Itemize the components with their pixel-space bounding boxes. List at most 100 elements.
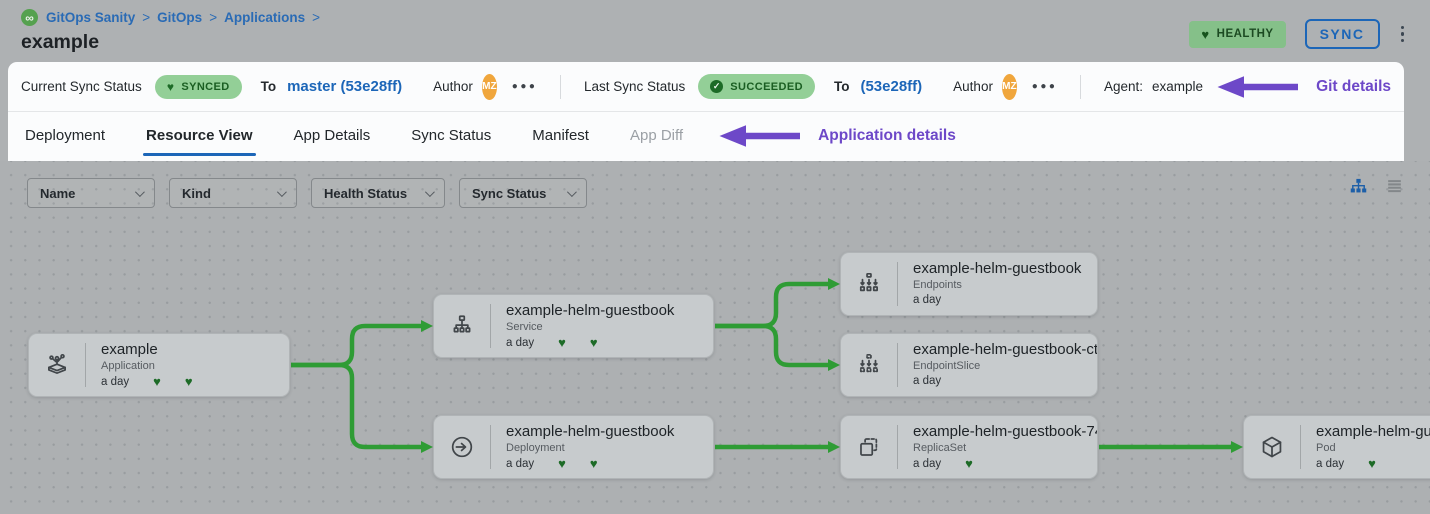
succeeded-status-pill: ✓ SUCCEEDED — [698, 74, 815, 99]
pod-icon — [1244, 425, 1301, 469]
current-sync-status-label: Current Sync Status — [21, 79, 142, 94]
node-pod[interactable]: example-helm-guest Pod a day ♥ — [1243, 415, 1430, 479]
breadcrumb-link[interactable]: GitOps Sanity — [46, 10, 136, 25]
sync-button[interactable]: SYNC — [1304, 19, 1380, 49]
health-heart-icon: ♥ — [1368, 456, 1376, 471]
resource-canvas[interactable]: Name Kind Health Status Sync Status example… — [0, 161, 1430, 514]
tab-sync-status[interactable]: Sync Status — [411, 127, 492, 144]
breadcrumb-separator: > — [209, 10, 218, 25]
commit-details-ellipsis[interactable]: ●●● — [511, 81, 538, 92]
resource-name: example-helm-guestbook-74... — [913, 423, 1097, 440]
chevron-down-icon — [276, 186, 287, 197]
resource-age: a day — [101, 375, 130, 388]
tab-list: Deployment Resource View App Details Sync S… — [25, 113, 724, 159]
divider — [560, 74, 561, 99]
resource-name: example-helm-guestbook — [506, 423, 675, 440]
resource-age: a day — [913, 457, 942, 470]
annotation-arrow-left-icon — [719, 125, 801, 147]
resource-name: example-helm-guestbook — [913, 260, 1082, 277]
node-application[interactable]: example Application a day♥♥ — [28, 333, 290, 397]
agent-label: Agent: — [1104, 79, 1144, 94]
commit-details-ellipsis[interactable]: ●●● — [1031, 81, 1058, 92]
resource-age: a day — [1316, 457, 1345, 470]
health-heart-icon: ♥ — [558, 456, 566, 471]
resource-age: a day — [506, 457, 535, 470]
last-sync-status-label: Last Sync Status — [583, 79, 686, 94]
health-heart-icon: ♥ — [965, 456, 973, 471]
application-details-annotation: Application details — [818, 127, 956, 144]
author-label: Author — [953, 79, 993, 94]
filter-name[interactable]: Name — [27, 178, 155, 208]
tree-view-icon[interactable] — [1349, 177, 1368, 196]
deployment-icon — [434, 425, 491, 469]
sync-status-bar: Current Sync Status ♥ SYNCED To master (… — [8, 62, 1404, 112]
git-details-annotation: Git details — [1316, 77, 1391, 95]
chevron-down-icon — [134, 186, 145, 197]
chevron-down-icon — [424, 186, 435, 197]
replicaset-icon — [841, 425, 898, 469]
resource-name: example-helm-guestbook — [506, 302, 675, 319]
node-endpointslice[interactable]: example-helm-guestbook-ct... EndpointSli… — [840, 333, 1098, 397]
app-summary-card: Current Sync Status ♥ SYNCED To master (… — [8, 62, 1404, 161]
divider — [1080, 74, 1081, 99]
more-options-kebab-icon[interactable] — [1399, 22, 1407, 47]
to-label: To — [833, 79, 850, 94]
breadcrumb-separator: > — [142, 10, 151, 25]
synced-status-pill: ♥ SYNCED — [154, 74, 242, 99]
resource-kind: EndpointSlice — [913, 360, 981, 372]
breadcrumb-separator: > — [312, 10, 320, 25]
resource-kind: ReplicaSet — [913, 442, 967, 454]
resource-name: example-helm-guest — [1316, 423, 1430, 440]
check-circle-icon: ✓ — [710, 80, 724, 93]
author-avatar: MZ — [481, 73, 497, 100]
filter-bar: Name Kind Health Status Sync Status — [27, 178, 587, 208]
filter-label: Name — [40, 185, 76, 201]
resource-name: example-helm-guestbook-ct... — [913, 341, 1097, 358]
author-avatar: MZ — [1001, 73, 1017, 100]
header-actions: ♥ HEALTHY SYNC — [1189, 19, 1406, 49]
list-view-icon[interactable] — [1385, 177, 1404, 196]
filter-sync-status[interactable]: Sync Status — [459, 178, 587, 208]
tab-resource-view[interactable]: Resource View — [143, 113, 256, 159]
resource-age: a day — [913, 294, 942, 306]
resource-age: a day — [506, 336, 535, 349]
breadcrumb-link[interactable]: GitOps — [157, 10, 203, 25]
breadcrumb-link[interactable]: Applications — [224, 10, 306, 25]
to-label: To — [260, 79, 277, 94]
annotation-arrow-left-icon — [1217, 75, 1299, 98]
resource-kind: Pod — [1316, 442, 1336, 454]
filter-label: Health Status — [324, 185, 408, 201]
filter-label: Sync Status — [472, 185, 547, 201]
heart-icon: ♥ — [1201, 26, 1210, 42]
node-replicaset[interactable]: example-helm-guestbook-74... ReplicaSet … — [840, 415, 1098, 479]
health-heart-icon: ♥ — [589, 335, 598, 350]
health-heart-icon: ♥ — [589, 456, 598, 471]
filter-kind[interactable]: Kind — [169, 178, 297, 208]
tab-app-diff[interactable]: App Diff — [629, 127, 684, 144]
resource-name: example — [101, 341, 158, 358]
last-sync-target-link[interactable]: (53e28ff) — [860, 78, 923, 95]
tab-app-details[interactable]: App Details — [293, 127, 371, 144]
health-heart-icon: ♥ — [184, 374, 193, 389]
node-endpoints[interactable]: example-helm-guestbook Endpoints a day — [840, 252, 1098, 316]
resource-age: a day — [913, 375, 942, 387]
page-header: ∞ GitOps Sanity>GitOps>Applications> exa… — [0, 0, 1430, 62]
resource-kind: Application — [101, 360, 155, 372]
page-title: example — [21, 31, 100, 53]
tab-manifest[interactable]: Manifest — [532, 127, 589, 144]
filter-health-status[interactable]: Health Status — [311, 178, 445, 208]
current-sync-target-link[interactable]: master (53e28ff) — [287, 78, 403, 95]
author-label: Author — [433, 79, 473, 94]
health-status-badge: ♥ HEALTHY — [1189, 20, 1286, 48]
node-service[interactable]: example-helm-guestbook Service a day♥♥ — [433, 294, 714, 358]
endpointslice-icon — [841, 343, 898, 387]
agent-value: example — [1152, 79, 1204, 94]
filter-label: Kind — [182, 185, 211, 201]
health-heart-icon: ♥ — [558, 335, 566, 350]
service-icon — [434, 304, 491, 348]
tab-deployment[interactable]: Deployment — [25, 127, 106, 144]
node-deployment[interactable]: example-helm-guestbook Deployment a day♥… — [433, 415, 714, 479]
app-tabs: Deployment Resource View App Details Sync S… — [8, 112, 1404, 160]
endpoints-icon — [841, 262, 898, 306]
